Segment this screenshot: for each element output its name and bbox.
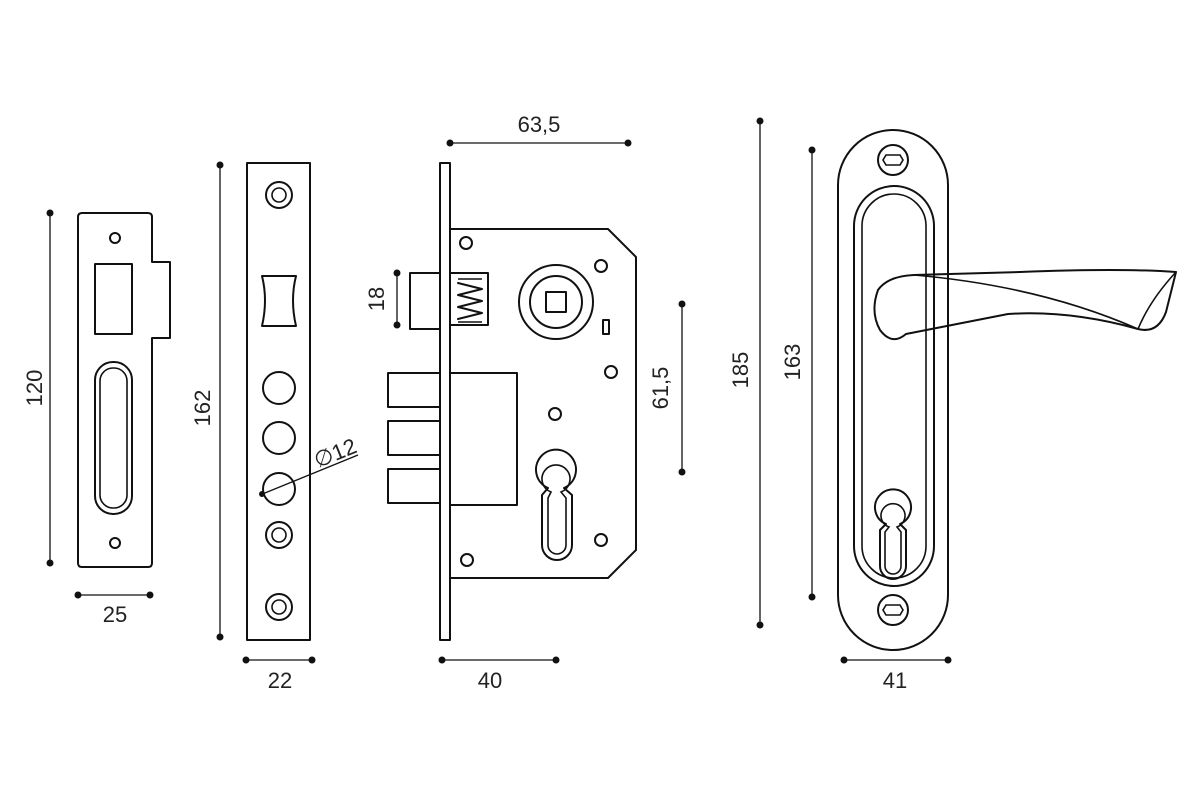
handle-recess-inner	[861, 193, 927, 579]
handle-hole-spacing-label: 163	[780, 344, 805, 381]
dimension-backset: 40	[438, 656, 560, 693]
strike-plate-outline	[77, 212, 171, 568]
dimension-handle-total-height: 185	[728, 117, 764, 629]
dimension-latch-height: 18	[364, 269, 401, 329]
case-small-slot	[602, 319, 610, 335]
faceplate	[246, 162, 311, 641]
faceplate-height-label: 162	[190, 390, 215, 427]
faceplate-bolt-hole-2	[262, 421, 296, 455]
dimension-handle-hole-spacing: 163	[780, 146, 816, 601]
handle-keyhole	[874, 488, 912, 580]
dimension-case-width: 63,5	[446, 112, 632, 147]
handle-lever	[873, 269, 1177, 341]
handle-screw-top	[877, 144, 909, 176]
door-handle	[837, 129, 1177, 651]
spindle-square-hole	[545, 291, 567, 313]
deadbolt-1	[387, 372, 441, 408]
dimension-handle-width: 41	[840, 656, 952, 693]
handle-width-label: 41	[883, 668, 907, 693]
faceplate-bolt-hole-1	[262, 371, 296, 405]
latch-housing	[449, 272, 489, 326]
faceplate-bolt-hole-3	[262, 472, 296, 506]
case-screw-1	[459, 236, 473, 250]
case-screw-2	[594, 259, 608, 273]
deadbolt-carrier	[449, 372, 518, 506]
backset-label: 40	[478, 668, 502, 693]
lock-front-plate	[439, 162, 451, 641]
center-distance-label: 61,5	[648, 367, 673, 410]
lock-body	[387, 162, 637, 641]
faceplate-outline	[246, 162, 311, 641]
strike-bolt-slot	[94, 361, 133, 515]
case-screw-6	[460, 553, 474, 567]
spindle-follower-inner	[529, 275, 583, 329]
hole-diameter-label: ∅12	[310, 433, 360, 473]
dimension-strike-height: 120	[22, 209, 54, 567]
latch-bolt	[409, 272, 441, 330]
faceplate-width-label: 22	[268, 668, 292, 693]
strike-screw-hole-bottom	[109, 537, 121, 549]
handle-backplate	[837, 129, 949, 651]
faceplate-latch-opening	[261, 275, 297, 327]
strike-screw-hole-top	[109, 232, 121, 244]
lock-case-outline	[449, 228, 637, 579]
handle-total-height-label: 185	[728, 352, 753, 389]
case-screw-5	[594, 533, 608, 547]
latch-spring	[457, 282, 483, 320]
strike-plate	[77, 212, 171, 568]
strike-width-label: 25	[103, 602, 127, 627]
spindle-follower-outer	[518, 264, 594, 340]
strike-latch-window	[94, 263, 133, 335]
handle-recess-outer	[853, 185, 935, 587]
faceplate-screw-middle	[265, 521, 293, 549]
handle-screw-bottom	[877, 594, 909, 626]
faceplate-screw-bottom	[265, 593, 293, 621]
strike-bolt-slot-inner	[99, 367, 128, 509]
latch-height-label: 18	[364, 287, 389, 311]
case-screw-4	[548, 407, 562, 421]
faceplate-screw-top	[265, 181, 293, 209]
strike-height-label: 120	[22, 370, 47, 407]
dimension-strike-width: 25	[74, 591, 154, 627]
dimension-center-distance: 61,5	[648, 300, 686, 476]
dimension-faceplate-height: 162	[190, 161, 224, 641]
deadbolt-3	[387, 468, 441, 504]
case-screw-3	[604, 365, 618, 379]
deadbolt-2	[387, 420, 441, 456]
dimension-faceplate-width: 22	[242, 656, 316, 693]
cylinder-profile-hole	[535, 448, 577, 561]
case-width-label: 63,5	[518, 112, 561, 137]
